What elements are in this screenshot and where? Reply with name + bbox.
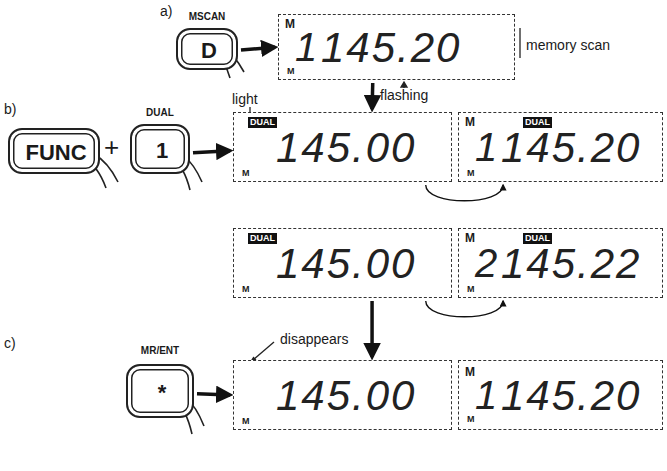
annotation: disappears [280, 332, 349, 346]
frequency-readout: 145.22 [501, 243, 641, 285]
fingers [84, 48, 244, 434]
memory-indicator: M [467, 285, 475, 294]
button-body: D [176, 28, 238, 70]
button-body: 1 [130, 124, 190, 174]
memory-indicator: M [242, 169, 250, 178]
lcd-display: DUAL145.00M [233, 112, 452, 182]
memory-indicator: M [242, 417, 250, 426]
toggle-arrow [426, 185, 503, 201]
channel-digit: 1 [475, 375, 497, 415]
memory-indicator: M [467, 169, 475, 178]
lcd-display: MDUAL2145.22M [458, 228, 663, 298]
lcd-display: DUAL145.00M [233, 228, 452, 298]
memory-indicator: M [467, 415, 475, 424]
button-body: FUNC [8, 128, 100, 174]
dual-indicator: DUAL [248, 117, 277, 128]
memory-indicator: M [465, 366, 475, 378]
step-label: b) [4, 102, 16, 116]
memory-indicator: M [465, 116, 475, 128]
dual-indicator: DUAL [248, 233, 277, 244]
button-body: * [126, 364, 194, 418]
leader-line [253, 342, 274, 360]
annotation: memory scan [526, 38, 610, 52]
step-label: a) [160, 4, 172, 18]
channel-digit: 1 [475, 127, 497, 167]
frequency-readout: 145.00 [276, 127, 416, 169]
frequency-readout: 145.20 [321, 27, 461, 69]
frequency-readout: 145.20 [501, 127, 641, 169]
frequency-readout: 145.00 [276, 375, 416, 417]
key-button: * MR/ENT [126, 346, 194, 418]
key-label: MSCAN [189, 12, 226, 22]
annotation: light [232, 92, 258, 106]
flow-arrow [193, 151, 230, 153]
lcd-display: 145.00M [233, 360, 452, 430]
annotation: flashing [380, 88, 428, 102]
key-button: 1 DUAL [130, 108, 190, 174]
key-legend: D [201, 40, 217, 62]
annotation: + [104, 134, 119, 160]
step-label: c) [4, 336, 16, 350]
key-legend: 1 [156, 140, 168, 162]
flow-arrow [370, 83, 374, 109]
key-label: DUAL [146, 108, 174, 118]
memory-indicator: M [285, 18, 295, 30]
lcd-display: MDUAL1145.20M [458, 112, 663, 182]
flow-arrow [197, 394, 230, 395]
bracket-line [519, 28, 520, 58]
key-label: MR/ENT [141, 346, 179, 356]
memory-indicator: M [287, 67, 295, 76]
lcd-display: M1145.20M [278, 14, 515, 80]
key-legend: * [158, 382, 167, 404]
lcd-display: M1145.20M [458, 360, 663, 430]
frequency-readout: 145.20 [501, 375, 641, 417]
key-button: D MSCAN [176, 12, 238, 70]
flow-arrow [241, 47, 275, 50]
flow-arrow [370, 301, 374, 357]
memory-indicator: M [465, 232, 475, 244]
leader-head [401, 82, 407, 87]
key-button: FUNC [8, 128, 100, 174]
channel-digit: 2 [475, 243, 497, 283]
frequency-readout: 145.00 [276, 243, 416, 285]
channel-digit: 1 [295, 27, 317, 67]
toggle-arrow [426, 301, 503, 317]
key-legend: FUNC [25, 142, 86, 164]
memory-indicator: M [242, 285, 250, 294]
